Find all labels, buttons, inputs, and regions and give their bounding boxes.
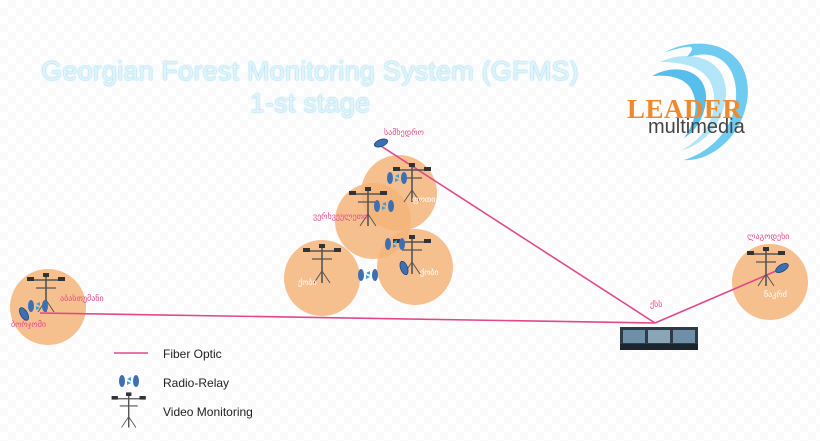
logo-subtitle: multimedia	[648, 116, 745, 138]
fiber-link-west-hub	[39, 312, 656, 324]
diagram-title: Georgian Forest Monitoring System (GFMS)	[41, 56, 579, 86]
radio-relay-icon	[119, 375, 139, 387]
monitoring-room-image	[620, 327, 698, 350]
site-label-north: ფოთი	[412, 195, 436, 204]
site-label-east-inner: ქობი	[420, 268, 439, 277]
legend-label-fiber: Fiber Optic	[163, 347, 222, 361]
coverage-area-east-far	[732, 244, 808, 320]
coverage-area-west-far	[10, 269, 86, 345]
camera-mast-icon	[110, 391, 147, 429]
site-label-east-far-sub: ნაკრძ	[764, 290, 787, 299]
legend-label-relay: Radio-Relay	[163, 376, 230, 390]
site-label-top-relay: სამხედრო	[384, 128, 424, 137]
logo-swoosh-icon	[652, 43, 748, 161]
site-label-middle: ვერხვეულეთი	[313, 212, 368, 221]
site-label-east-far: ლაგოდეხი	[747, 232, 790, 241]
fiber-links	[39, 145, 784, 324]
fiber-link-top-hub	[380, 145, 656, 324]
legend-graphics	[110, 352, 148, 429]
site-label-west-far-sub: აბასთუმანი	[60, 294, 104, 303]
coverage-areas	[10, 155, 808, 345]
site-label-hub: ქსს	[650, 300, 663, 309]
radio-relay-icon	[358, 269, 378, 281]
legend-label-video: Video Monitoring	[163, 405, 253, 419]
dish-icon	[372, 136, 390, 150]
site-label-west: ქობი	[298, 278, 317, 287]
fiber-link-hub-east	[654, 267, 784, 324]
logo-brand: LEADER	[627, 94, 743, 124]
diagram-subtitle: 1-st stage	[249, 88, 371, 118]
site-label-west-far: ბორჯომი	[11, 320, 47, 329]
